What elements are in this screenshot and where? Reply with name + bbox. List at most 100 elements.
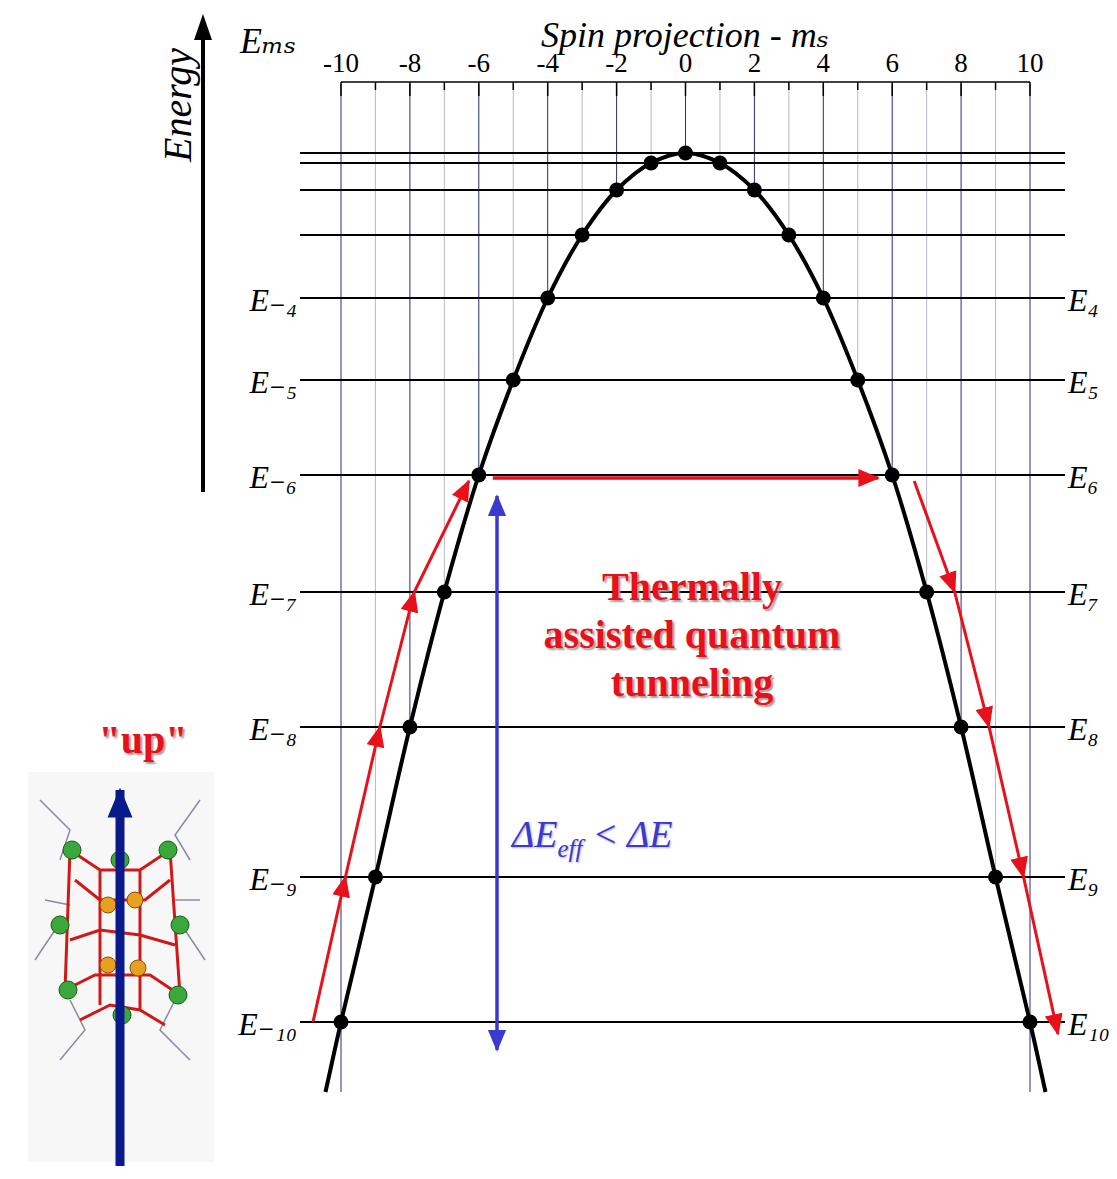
tick-mark bbox=[581, 82, 583, 90]
tunneling-arrow bbox=[493, 476, 878, 480]
tick-mark bbox=[754, 82, 756, 96]
tick-number: -10 bbox=[323, 49, 359, 79]
tick-mark bbox=[444, 82, 446, 90]
process-label: Thermally assisted quantum tunneling bbox=[542, 563, 842, 707]
parabola-curve bbox=[325, 146, 1045, 1093]
axis-label: Energy bbox=[156, 48, 200, 162]
state-dot bbox=[919, 585, 934, 600]
level-label: E₋₆ bbox=[249, 460, 297, 495]
tick-number: -4 bbox=[536, 49, 559, 79]
level-label: E₋₁₀ bbox=[238, 1007, 297, 1042]
state-dot bbox=[850, 373, 865, 388]
state-dot bbox=[885, 468, 900, 483]
state-dot bbox=[402, 720, 417, 735]
barrier-text: eff bbox=[558, 835, 583, 863]
state-dot bbox=[368, 870, 383, 885]
tick-mark bbox=[616, 82, 618, 96]
tick-mark bbox=[478, 82, 480, 96]
tick-mark bbox=[891, 82, 893, 96]
molecule-picture bbox=[28, 772, 214, 1166]
grid-line bbox=[375, 84, 376, 877]
tick-mark bbox=[719, 82, 721, 90]
transition-arrows bbox=[313, 478, 1058, 1050]
grid-line bbox=[478, 84, 479, 475]
grid-line bbox=[513, 84, 514, 380]
barrier-text: ΔE bbox=[512, 812, 558, 856]
level-line bbox=[300, 1021, 1065, 1023]
tick-mark bbox=[1029, 82, 1031, 96]
level-label: E₋₇ bbox=[249, 577, 297, 612]
state-dot bbox=[816, 291, 831, 306]
level-label: E₅ bbox=[1068, 365, 1099, 400]
state-dot bbox=[540, 291, 555, 306]
state-dot bbox=[954, 720, 969, 735]
level-label: E₋₈ bbox=[249, 712, 297, 747]
energy-levels bbox=[300, 153, 1065, 1022]
state-dot bbox=[609, 183, 624, 198]
tick-mark bbox=[857, 82, 859, 90]
thermal-arrow bbox=[1024, 877, 1058, 1034]
grid-line bbox=[616, 84, 617, 190]
level-line bbox=[300, 297, 1065, 299]
level-label: E₋₉ bbox=[249, 862, 297, 897]
thermal-arrow bbox=[955, 592, 989, 727]
grid-line bbox=[444, 84, 445, 592]
thermal-arrow bbox=[914, 481, 954, 592]
thermal-arrow bbox=[989, 727, 1023, 877]
tick-mark bbox=[513, 82, 515, 90]
state-dot bbox=[506, 373, 521, 388]
barrier-text: < ΔE bbox=[593, 812, 673, 856]
level-line bbox=[300, 189, 1065, 191]
tick-number: -2 bbox=[605, 49, 628, 79]
level-label: E₉ bbox=[1068, 862, 1099, 897]
tick-number: 0 bbox=[679, 49, 693, 79]
tick-number: -8 bbox=[399, 49, 422, 79]
barrier-arrow bbox=[495, 496, 499, 1050]
tick-number: 8 bbox=[954, 49, 968, 79]
grid-line bbox=[582, 84, 583, 235]
grid-line bbox=[754, 84, 755, 190]
state-dot bbox=[712, 156, 727, 171]
grid-line bbox=[892, 84, 893, 475]
thermal-arrow bbox=[313, 877, 345, 1022]
tick-mark bbox=[960, 82, 962, 96]
level-label: E₈ bbox=[1068, 712, 1099, 747]
level-line bbox=[300, 474, 1065, 476]
energy-axis-head bbox=[194, 14, 212, 40]
tick-mark bbox=[409, 82, 411, 96]
state-dot bbox=[334, 1015, 349, 1030]
state-dot bbox=[781, 228, 796, 243]
energy-axis-arrow bbox=[201, 22, 205, 492]
level-line bbox=[300, 876, 1065, 878]
spin-label: "up" bbox=[99, 718, 188, 762]
level-label: E₁₀ bbox=[1068, 1007, 1110, 1042]
grid-line bbox=[788, 84, 789, 235]
tick-mark bbox=[926, 82, 928, 90]
grid-lines bbox=[341, 82, 1030, 1092]
level-label: E₇ bbox=[1068, 577, 1099, 612]
barrier-label: ΔEeff< ΔE bbox=[512, 812, 673, 856]
spin-up-arrow bbox=[116, 790, 125, 1166]
level-line bbox=[300, 234, 1065, 236]
tick-number: 4 bbox=[817, 49, 831, 79]
tick-mark bbox=[340, 82, 342, 96]
tick-number: 2 bbox=[748, 49, 762, 79]
grid-line bbox=[857, 84, 858, 380]
thermal-arrow bbox=[345, 727, 379, 877]
top-axis bbox=[341, 81, 1030, 83]
grid-line bbox=[651, 84, 652, 163]
tick-mark bbox=[547, 82, 549, 96]
thermal-arrow bbox=[380, 592, 414, 727]
level-line bbox=[300, 162, 1065, 164]
tick-mark bbox=[375, 82, 377, 90]
grid-line bbox=[409, 84, 410, 727]
state-dot bbox=[471, 468, 486, 483]
tick-number: 6 bbox=[885, 49, 899, 79]
tick-mark bbox=[788, 82, 790, 90]
tick-number: 10 bbox=[1017, 49, 1044, 79]
state-dot bbox=[747, 183, 762, 198]
thermal-arrow bbox=[414, 481, 468, 592]
state-dot bbox=[678, 146, 693, 161]
grid-line bbox=[719, 84, 720, 163]
